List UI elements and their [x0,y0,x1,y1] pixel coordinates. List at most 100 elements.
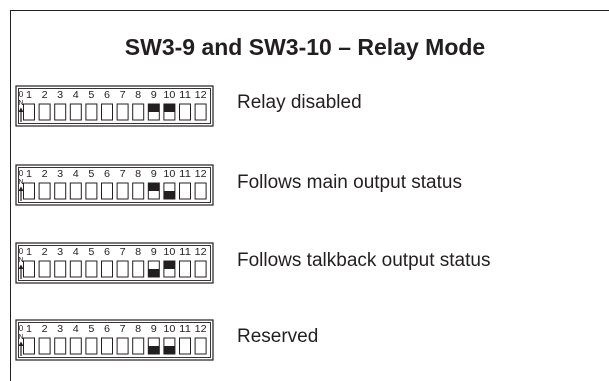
switch-slot-11 [179,260,191,278]
on-marker-n: N [18,334,23,341]
switch-lever-on-9 [148,183,160,191]
frame-left-border [10,10,11,381]
switch-number-12: 12 [195,90,207,101]
switch-number-8: 8 [135,247,141,258]
mode-label-reserved: Reserved [237,326,319,347]
switch-number-5: 5 [88,90,94,101]
switch-slot-7 [116,103,129,121]
switch-number-4: 4 [73,90,79,101]
on-marker-zero: 0 [19,169,24,178]
switch-slot-3 [54,182,67,200]
switch-slot-7 [116,260,129,278]
switch-slot-4 [69,337,82,355]
switch-slot-2 [38,337,51,355]
switch-slot-7 [116,182,129,200]
switch-number-9: 9 [151,324,157,335]
switch-number-5: 5 [88,169,94,180]
switch-number-6: 6 [104,90,110,101]
on-arrow-head [18,186,24,191]
switch-number-9: 9 [151,90,157,101]
switch-number-12: 12 [195,247,207,258]
switch-inner-border [18,245,211,281]
switch-slot-11 [179,103,191,121]
switch-slot-12 [194,260,207,278]
switch-number-1: 1 [26,324,32,335]
on-marker-n: N [18,179,23,186]
switch-slot-1 [23,260,35,278]
page-title: SW3-9 and SW3-10 – Relay Mode [124,34,486,60]
switch-slot-5 [85,103,98,121]
switch-slot-7 [116,337,129,355]
switch-lever-on-10 [163,261,175,269]
switch-number-7: 7 [120,90,126,101]
switch-slot-8 [132,337,145,355]
switch-number-10: 10 [163,324,175,335]
mode-label-main-output: Follows main output status [237,172,462,193]
on-arrow-head [18,107,24,112]
switch-slot-1 [23,182,35,200]
switch-number-4: 4 [73,247,79,258]
switch-slot-5 [85,260,98,278]
switch-slot-11 [179,337,191,355]
switch-slot-4 [69,182,82,200]
switch-number-4: 4 [73,324,79,335]
switch-number-5: 5 [88,324,94,335]
switch-slot-1 [23,337,35,355]
switch-lever-off-9 [148,269,160,277]
switch-number-12: 12 [195,169,207,180]
switch-lever-off-9 [148,346,160,354]
switch-slot-2 [38,260,51,278]
switch-slot-6 [101,182,113,200]
on-marker-zero: 0 [19,90,24,99]
on-arrow-head [18,264,24,269]
switch-slot-11 [179,182,191,200]
switch-inner-border [18,88,211,124]
switch-slot-5 [85,182,98,200]
switch-slot-12 [194,337,207,355]
switch-number-10: 10 [163,90,175,101]
switch-lever-on-10 [163,104,175,112]
on-marker-n: N [18,100,23,107]
switch-slot-6 [101,103,113,121]
switch-number-5: 5 [88,247,94,258]
switch-number-8: 8 [135,324,141,335]
switch-lever-off-10 [163,191,175,199]
switch-number-3: 3 [57,247,63,258]
switch-slot-2 [38,103,51,121]
switch-slot-5 [85,337,98,355]
switch-number-7: 7 [120,169,126,180]
switch-number-7: 7 [120,247,126,258]
switch-slot-4 [69,260,82,278]
switch-number-8: 8 [135,169,141,180]
switch-slot-6 [101,337,113,355]
switch-slot-8 [132,260,145,278]
switch-number-6: 6 [104,169,110,180]
switch-slot-3 [54,260,67,278]
switch-number-9: 9 [151,169,157,180]
switch-slot-4 [69,103,82,121]
switch-number-6: 6 [104,324,110,335]
switch-number-12: 12 [195,324,207,335]
switch-number-7: 7 [120,324,126,335]
frame-top-border [10,10,609,11]
switch-slot-12 [194,103,207,121]
switch-number-1: 1 [26,169,32,180]
switch-number-2: 2 [42,90,48,101]
switch-number-11: 11 [179,247,191,258]
switch-lever-off-10 [163,346,175,354]
switch-number-4: 4 [73,169,79,180]
switch-inner-border [18,167,211,203]
switch-number-9: 9 [151,247,157,258]
on-marker-zero: 0 [19,247,24,256]
switch-number-3: 3 [57,324,63,335]
switch-number-2: 2 [42,324,48,335]
switch-slot-6 [101,260,113,278]
on-marker-n: N [18,257,23,264]
switch-slot-8 [132,182,145,200]
switch-number-3: 3 [57,169,63,180]
switch-number-11: 11 [179,90,191,101]
